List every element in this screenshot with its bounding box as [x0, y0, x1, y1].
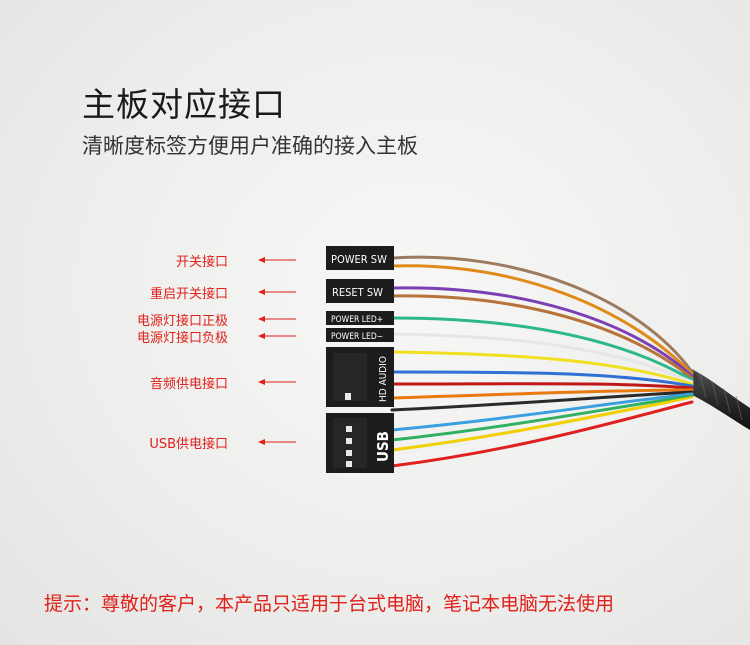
notice-text: 提示：尊敬的客户，本产品只适用于台式电脑，笔记本电脑无法使用 — [44, 593, 615, 615]
wire-white — [390, 332, 694, 384]
connector-led-plus: POWER LED+ — [326, 311, 394, 325]
connector-hd-audio: HD AUDIO — [326, 347, 394, 407]
wire-black — [390, 390, 694, 412]
label-led-minus: 电源灯接口负极 — [136, 331, 228, 346]
wire-orange — [390, 264, 694, 376]
wire-red — [390, 382, 694, 390]
wire-blue — [390, 370, 694, 388]
wire-brown — [390, 255, 694, 374]
wire-yellow-2 — [390, 396, 694, 452]
arrow-left-icon — [258, 379, 296, 385]
wire-tan — [390, 294, 694, 380]
connector-led-plus-label: POWER LED+ — [331, 315, 383, 325]
connector-reset-sw: RESET SW — [326, 279, 394, 303]
wires — [390, 255, 694, 468]
pin-icon — [346, 461, 352, 467]
arrow-left-icon — [258, 289, 296, 295]
pin-icon — [346, 438, 352, 444]
label-led-plus: 电源灯接口正极 — [136, 314, 228, 329]
connector-led-minus-label: POWER LED− — [331, 332, 383, 342]
connector-power-sw-label: POWER SW — [331, 253, 387, 266]
connector-usb-label: USB — [374, 431, 392, 462]
pin-icon — [346, 426, 352, 432]
page-subtitle: 清晰度标签方便用户准确的接入主板 — [82, 134, 418, 158]
arrow-left-icon — [258, 439, 296, 445]
connector-hd-audio-label: HD AUDIO — [378, 356, 389, 402]
wire-purple — [390, 286, 694, 378]
wire-sky — [390, 392, 694, 432]
connector-power-sw: POWER SW — [326, 246, 394, 270]
wire-yellow — [390, 350, 694, 386]
pin-icon — [345, 393, 351, 400]
arrow-left-icon — [258, 257, 296, 263]
wire-green-2 — [390, 394, 694, 442]
connector-reset-sw-label: RESET SW — [332, 286, 383, 299]
arrow-left-icon — [258, 333, 296, 339]
connector-usb: USB — [326, 413, 394, 473]
label-reset-sw: 重启开关接口 — [149, 287, 228, 302]
sleeve-braid — [699, 373, 743, 421]
arrow-left-icon — [258, 316, 296, 322]
page-title: 主板对应接口 — [82, 85, 286, 124]
wire-red-2 — [390, 400, 694, 468]
wire-orange-2 — [390, 388, 694, 400]
label-power-sw: 开关接口 — [175, 255, 228, 270]
pin-icon — [346, 450, 352, 456]
label-usb: USB供电接口 — [149, 437, 228, 452]
wire-white-2 — [390, 398, 694, 460]
connector-led-minus: POWER LED− — [326, 328, 394, 342]
wire-green — [390, 316, 694, 382]
label-hd-audio: 音频供电接口 — [149, 377, 228, 392]
